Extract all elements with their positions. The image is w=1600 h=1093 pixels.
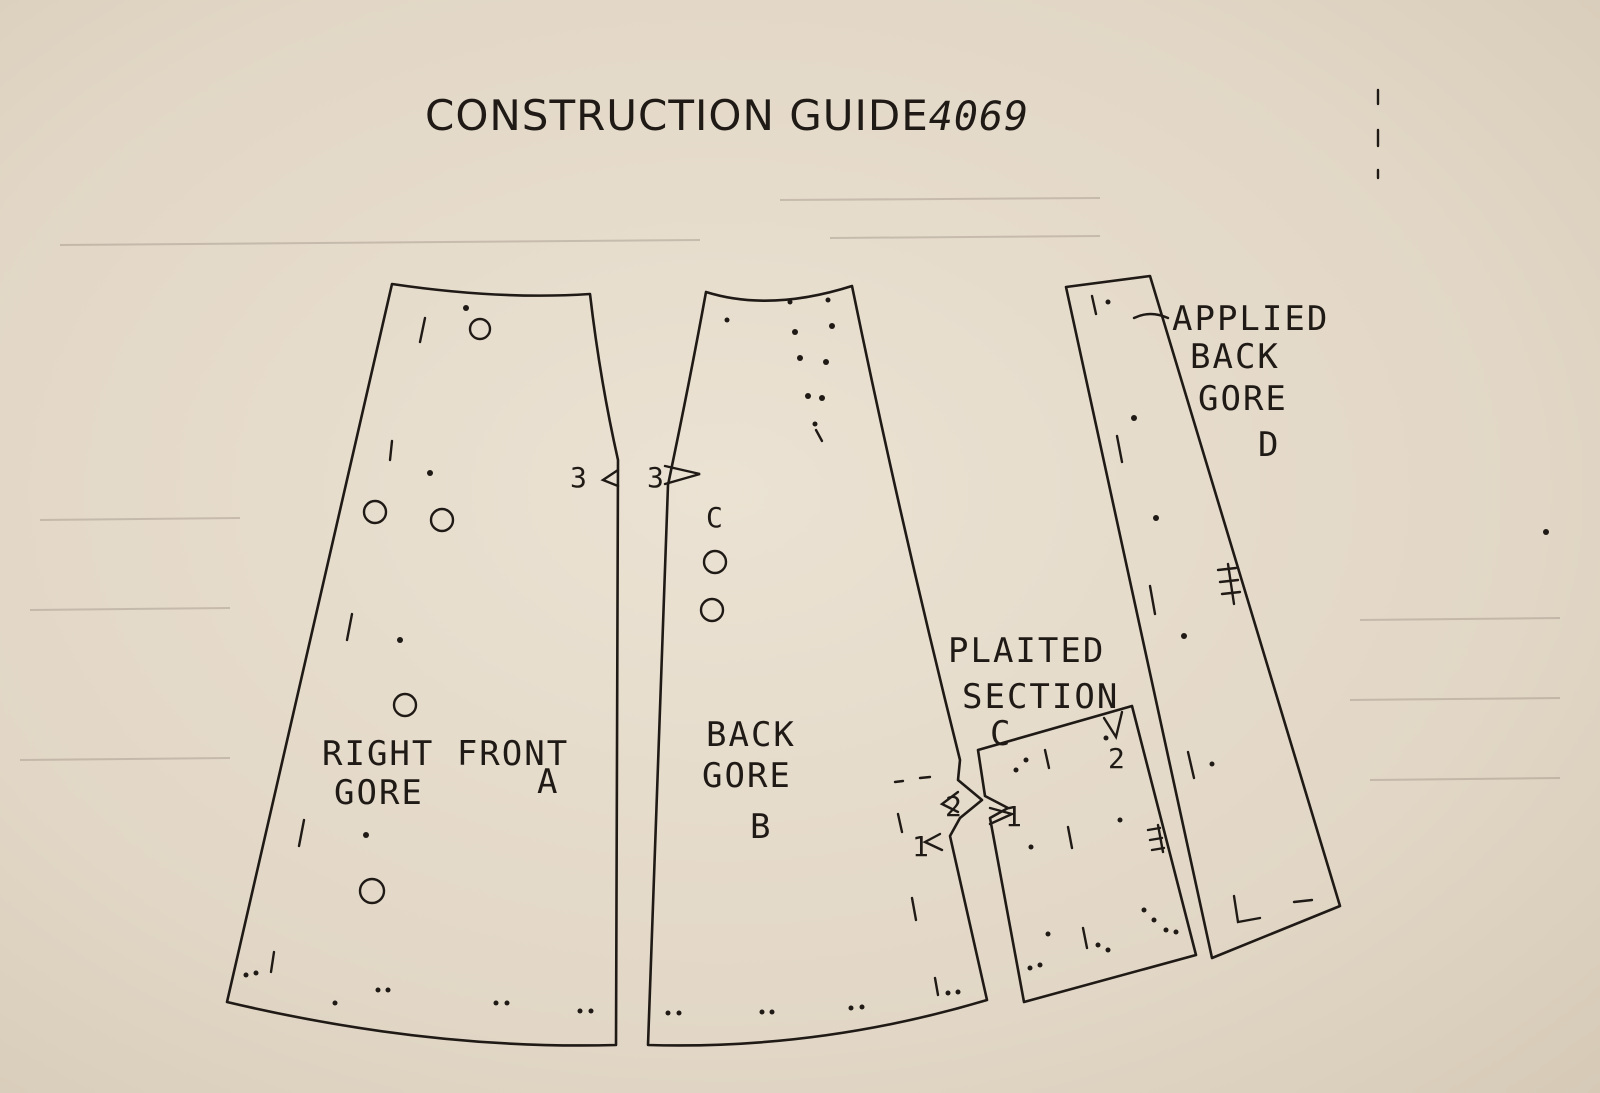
notch-b-c: 2 1 1 (912, 790, 1022, 863)
piece-a-outline (225, 282, 620, 1047)
guide-title: CONSTRUCTION GUIDE4069 (425, 91, 1029, 140)
piece-d-outline (1064, 274, 1342, 960)
bleed-through-lines (19, 197, 1561, 781)
piece-b-letter: B (750, 807, 772, 847)
piece-a-markings (243, 305, 594, 1014)
piece-d-letter: D (1258, 425, 1280, 465)
piece-d-label-line1: APPLIED (1172, 299, 1329, 339)
piece-a-letter: A (537, 762, 559, 802)
piece-c-label-line1: PLAITED (948, 631, 1105, 671)
margin-ticks (1376, 88, 1549, 535)
notch-c-lower-label: 1 (1005, 800, 1022, 833)
pattern-number: 4069 (929, 94, 1029, 140)
notch-a-label: 3 (570, 461, 587, 494)
piece-d-label-line2: BACK (1190, 337, 1280, 377)
piece-a-label-line1: RIGHT FRONT (322, 734, 569, 774)
piece-plaited-section: 2 PLAITED SECTION C (948, 631, 1198, 1004)
piece-b-markings: C (665, 297, 961, 1016)
guide-title-text: CONSTRUCTION GUIDE (425, 91, 929, 140)
piece-applied-back-gore: APPLIED BACK GORE D (1064, 274, 1342, 960)
piece-d-label-line3: GORE (1198, 379, 1288, 419)
piece-right-front-gore: RIGHT FRONT GORE A (225, 282, 620, 1047)
notch-b-label: 3 (647, 461, 664, 494)
piece-d-markings (1090, 294, 1314, 924)
piece-c-markings (1013, 710, 1179, 971)
piece-back-gore: C BACK GORE B (646, 284, 989, 1047)
notch-b-lower-label: 1 (912, 830, 929, 863)
piece-a-label-line2: GORE (334, 773, 424, 813)
piece-b-label-line2: GORE (702, 756, 792, 796)
notch-a-b: 3 3 (570, 461, 701, 494)
piece-c-letter: C (990, 714, 1012, 754)
piece-b-outline (646, 284, 989, 1047)
piece-c-outline (976, 704, 1198, 1004)
piece-c-notch-label: 2 (1108, 742, 1125, 775)
piece-b-c-marker: C (706, 501, 723, 534)
piece-c-label-line2: SECTION (962, 677, 1119, 717)
notch-b-upper-label: 2 (945, 790, 962, 823)
piece-b-label-line1: BACK (706, 715, 796, 755)
